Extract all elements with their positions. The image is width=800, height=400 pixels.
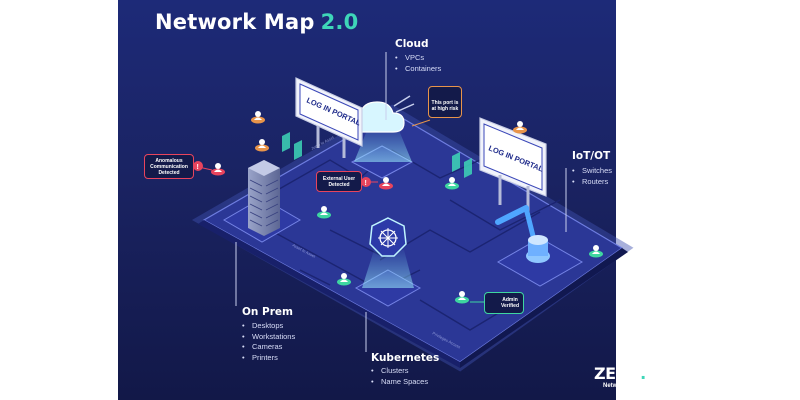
gateway-servers	[282, 132, 472, 178]
list-item: VPCs	[395, 53, 441, 64]
callout-high-risk: This port is at high risk	[428, 86, 462, 118]
brand-logo-sub: Networks	[603, 383, 631, 389]
callout-anomalous: Anomalous Communication Detected	[144, 154, 194, 179]
list-item: Clusters	[371, 366, 428, 377]
section-title-iot: IoT/OT	[572, 150, 611, 162]
list-item: Routers	[572, 177, 612, 188]
svg-text:!: !	[197, 164, 199, 171]
user-avatars	[211, 111, 603, 304]
list-item: Switches	[572, 166, 612, 177]
login-portal-right: LOG IN PORTAL	[479, 117, 547, 216]
list-item: Name Spaces	[371, 377, 428, 388]
section-list-cloud: VPCs Containers	[395, 53, 441, 74]
brand-logo: ZERO.	[594, 364, 646, 383]
section-list-iot: Switches Routers	[572, 166, 612, 187]
section-connectors	[235, 52, 567, 352]
platform-side	[198, 220, 460, 368]
cloud-beam	[354, 128, 412, 162]
list-item: Desktops	[242, 321, 295, 332]
list-item: Containers	[395, 64, 441, 75]
callout-external-user: External User Detected	[316, 171, 362, 192]
login-portal-left: LOG IN PORTAL	[295, 77, 363, 158]
version-label: 2.0	[320, 10, 359, 34]
section-title-kubernetes: Kubernetes	[371, 352, 440, 364]
section-list-kubernetes: Clusters Name Spaces	[371, 366, 428, 387]
section-list-onprem: Desktops Workstations Cameras Printers	[242, 321, 295, 363]
robot-arm	[495, 205, 550, 263]
k8s-beam	[362, 250, 414, 288]
section-title-onprem: On Prem	[242, 306, 293, 318]
section-title-cloud: Cloud	[395, 38, 429, 50]
list-item: Printers	[242, 353, 295, 364]
callout-admin: Admin Verified	[484, 292, 524, 314]
list-item: Workstations	[242, 332, 295, 343]
list-item: Cameras	[242, 342, 295, 353]
alert-icon: ! !	[193, 161, 371, 187]
svg-text:!: !	[365, 180, 367, 187]
office-building	[248, 160, 280, 236]
